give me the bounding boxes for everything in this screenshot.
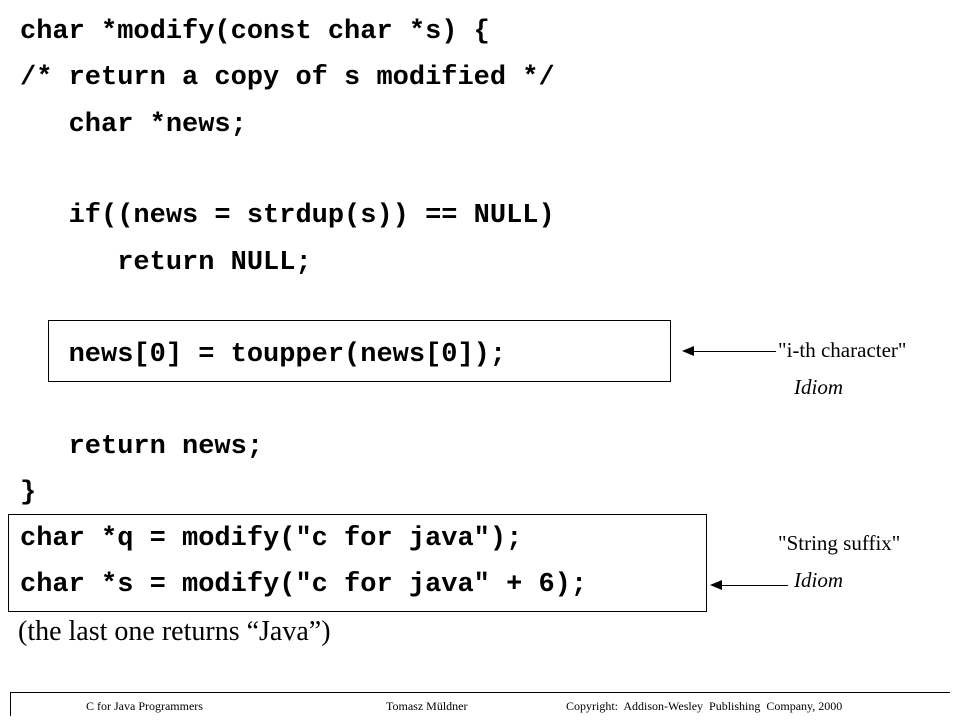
footer-right: Copyright: Addison-Wesley Publishing Com…	[566, 699, 843, 713]
code-line-2: /* return a copy of s modified */	[20, 63, 555, 93]
footer-center: Tomasz Müldner	[386, 699, 468, 713]
annotation-string-suffix: "String suffix"	[778, 531, 901, 555]
code-line-8: }	[20, 478, 37, 508]
code-line-7: return news;	[20, 432, 264, 462]
code-line-1: char *modify(const char *s) {	[20, 17, 490, 47]
footer-rule	[10, 692, 950, 693]
annotation-idiom-1: Idiom	[794, 375, 843, 399]
arrow-i-th-character	[682, 346, 776, 356]
highlight-box-toupper	[48, 320, 671, 382]
code-line-5: return NULL;	[20, 248, 312, 278]
highlight-box-calls	[8, 514, 707, 612]
code-line-9: char *q = modify("c for java");	[20, 524, 523, 554]
code-line-4: if((news = strdup(s)) == NULL)	[20, 201, 555, 231]
annotation-idiom-2: Idiom	[794, 568, 843, 592]
note-last-returns: (the last one returns “Java”)	[18, 616, 331, 647]
footer-left: C for Java Programmers	[86, 699, 203, 713]
annotation-i-th-character: "i-th character"	[778, 338, 907, 362]
code-line-10: char *s = modify("c for java" + 6);	[20, 570, 588, 600]
footer-rule-left	[10, 692, 11, 716]
code-line-6: news[0] = toupper(news[0]);	[20, 340, 507, 370]
arrow-string-suffix	[710, 580, 788, 590]
code-line-3: char *news;	[20, 110, 247, 140]
